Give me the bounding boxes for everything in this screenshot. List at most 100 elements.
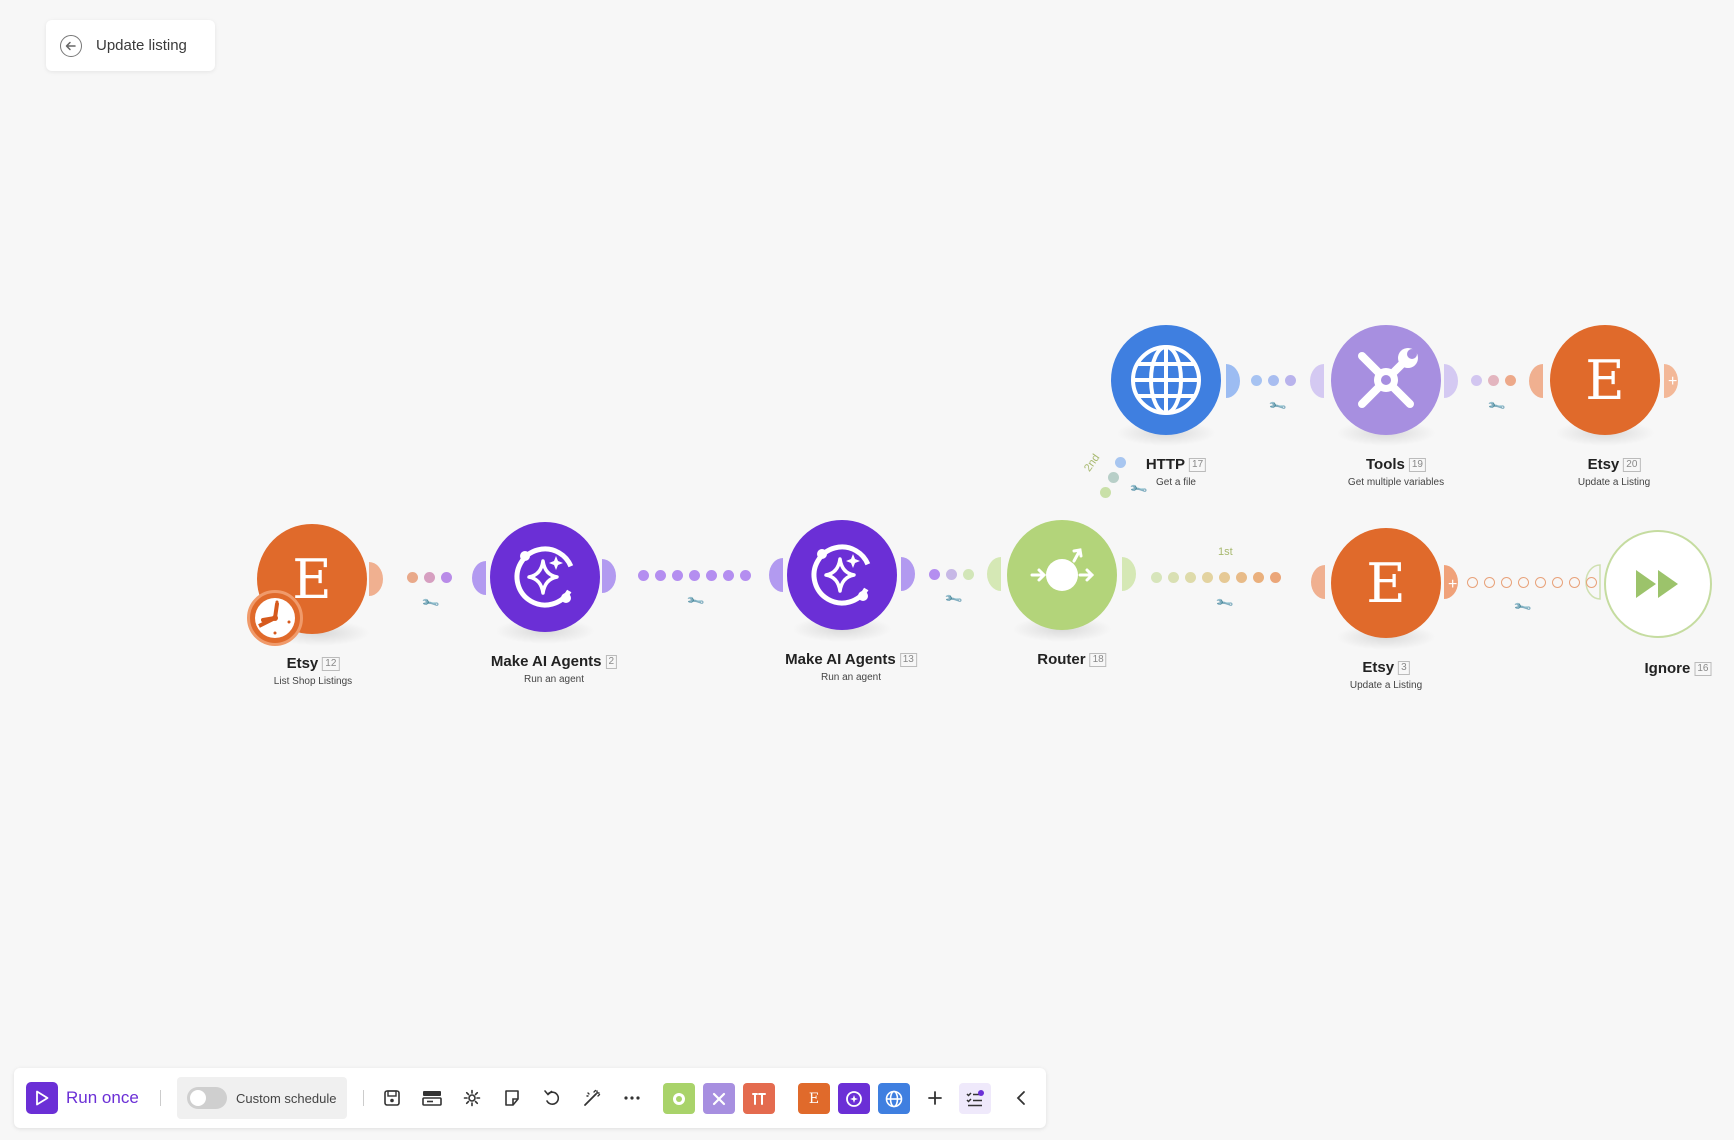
router-icon[interactable] [1007, 520, 1117, 630]
magic-wand-icon[interactable] [580, 1086, 604, 1110]
connector-dot [1552, 577, 1563, 588]
handle-out-ai2[interactable] [602, 559, 616, 593]
tile-ai-agents[interactable] [838, 1083, 870, 1114]
connector-dot [1484, 577, 1495, 588]
connector-dot [929, 569, 940, 580]
handle-out-http[interactable] [1226, 364, 1240, 398]
connector-dot [706, 570, 717, 581]
connector-dot [672, 570, 683, 581]
connector-dot [740, 570, 751, 581]
connector-dot [1185, 572, 1196, 583]
connector-dot [1569, 577, 1580, 588]
play-icon[interactable] [26, 1082, 58, 1114]
tile-etsy[interactable]: E [798, 1083, 830, 1114]
connector-dot [1100, 487, 1111, 498]
ai-agent-icon[interactable] [787, 520, 897, 630]
schedule-label: Custom schedule [236, 1090, 337, 1106]
add-icon[interactable] [923, 1086, 947, 1110]
connector-dot [1202, 572, 1213, 583]
connector-dot [638, 570, 649, 581]
connector-dot [1236, 572, 1247, 583]
back-icon[interactable] [60, 34, 82, 57]
connector-dot [1535, 577, 1546, 588]
svg-text:+: + [1448, 576, 1457, 593]
toolbar-divider [160, 1090, 161, 1106]
connector-dot [1219, 572, 1230, 583]
handle-in-ai2[interactable] [472, 561, 486, 595]
handle-in-etsy20[interactable] [1529, 364, 1543, 398]
connector-dot [1270, 572, 1281, 583]
tile-text-parser[interactable] [743, 1083, 775, 1114]
tile-tools-purple[interactable] [703, 1083, 735, 1114]
save-icon[interactable] [380, 1086, 404, 1110]
ai-agent-icon[interactable] [490, 522, 600, 632]
connector-dot [1168, 572, 1179, 583]
connector-dot [1251, 375, 1262, 386]
connector-dot [723, 570, 734, 581]
fast-forward-icon[interactable] [1604, 530, 1712, 638]
schedule-toggle[interactable] [187, 1087, 227, 1109]
svg-text:+: + [1668, 373, 1677, 390]
connector-dot [407, 572, 418, 583]
run-once-label[interactable]: Run once [66, 1088, 139, 1107]
handle-out-ai13[interactable] [901, 557, 915, 591]
more-icon[interactable] [620, 1086, 644, 1110]
etsy-icon[interactable]: E [1550, 325, 1660, 435]
note-icon[interactable] [500, 1086, 524, 1110]
globe-icon[interactable] [1111, 325, 1221, 435]
connector-dot [1467, 577, 1478, 588]
checklist-icon[interactable] [959, 1083, 991, 1114]
handle-out-tools[interactable] [1444, 364, 1458, 398]
scenario-title[interactable]: Update listing [96, 37, 187, 54]
scenario-header: Update listing [46, 20, 215, 71]
scenario-settings-icon[interactable] [420, 1086, 444, 1110]
handle-in-router[interactable] [987, 557, 1001, 591]
connector-dot [1115, 457, 1126, 468]
connector-dot [1501, 577, 1512, 588]
connector-dot [1253, 572, 1264, 583]
connector-dot [1488, 375, 1499, 386]
etsy-icon[interactable]: E [1331, 528, 1441, 638]
tile-http[interactable] [878, 1083, 910, 1114]
connector-dot [1108, 472, 1119, 483]
handle-out-router[interactable] [1122, 557, 1136, 591]
tools-icon[interactable] [1331, 325, 1441, 435]
handle-out-etsy3[interactable] [1444, 565, 1458, 599]
connector-dot [655, 570, 666, 581]
connector-dot [1285, 375, 1296, 386]
toolbar-divider [363, 1090, 364, 1106]
connector-dot [424, 572, 435, 583]
connector-dot [1505, 375, 1516, 386]
connector-dot [963, 569, 974, 580]
connector-dot [1518, 577, 1529, 588]
tile-tools-green[interactable] [663, 1083, 695, 1114]
connector-dot [1268, 375, 1279, 386]
handle-out-etsy12[interactable] [369, 562, 383, 596]
run-once-button[interactable]: Run once [26, 1082, 139, 1114]
connector-dot [689, 570, 700, 581]
clock-icon[interactable] [247, 590, 303, 646]
handle-in-etsy3[interactable] [1311, 565, 1325, 599]
bottom-toolbar: Run once Custom schedule [14, 1068, 1046, 1128]
gear-icon[interactable] [460, 1086, 484, 1110]
handle-in-tools[interactable] [1310, 364, 1324, 398]
connector-dot [946, 569, 957, 580]
connector-dot [1151, 572, 1162, 583]
handle-out-etsy20[interactable] [1664, 364, 1678, 398]
undo-icon[interactable] [540, 1086, 564, 1110]
connector-dot [1586, 577, 1597, 588]
custom-schedule-control[interactable]: Custom schedule [177, 1077, 347, 1119]
chevron-left-icon[interactable] [1009, 1086, 1033, 1110]
handle-in-ai13[interactable] [769, 558, 783, 592]
